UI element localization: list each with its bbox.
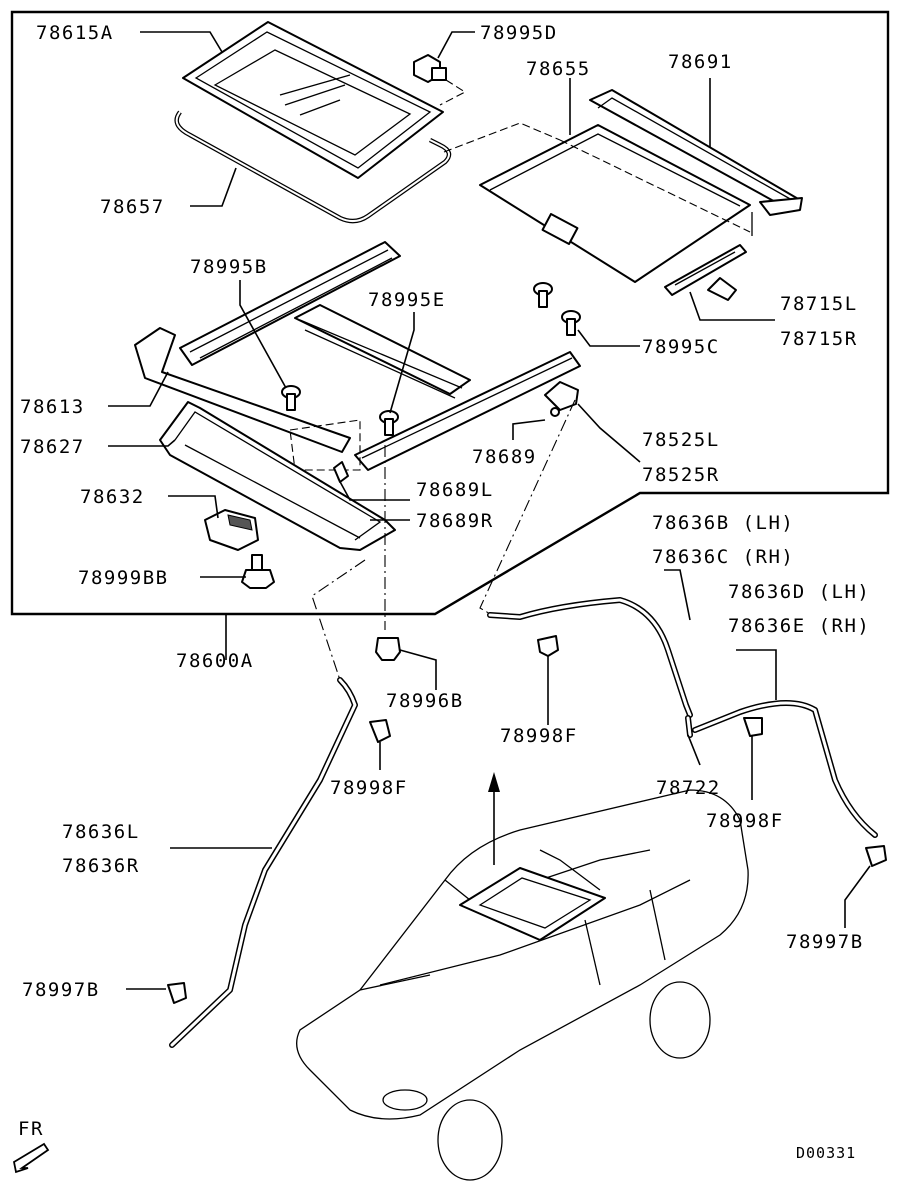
glass-panel: [182, 21, 444, 179]
label-78995d: 78995D: [480, 22, 558, 44]
label-78636b: 78636B (LH): [652, 512, 794, 534]
sunshade: [479, 124, 751, 283]
vehicle-outline: [296, 789, 749, 1181]
label-78636r: 78636R: [62, 855, 140, 877]
label-78722: 78722: [656, 777, 721, 799]
label-78995c: 78995C: [642, 336, 720, 358]
clip-78689l: [333, 461, 349, 483]
label-78636e: 78636E (RH): [728, 615, 870, 637]
label-78998f-left: 78998F: [330, 777, 408, 799]
label-78632: 78632: [80, 486, 145, 508]
label-78657: 78657: [100, 196, 165, 218]
label-78525r: 78525R: [642, 464, 720, 486]
label-78996b: 78996B: [386, 690, 464, 712]
bracket-78525: [544, 381, 579, 417]
bolt-78999bb: [241, 554, 275, 589]
label-78715l: 78715L: [780, 293, 858, 315]
label-78689r: 78689R: [416, 510, 494, 532]
screw-78995c-a: [533, 282, 553, 308]
diagram-code: D00331: [796, 1144, 856, 1162]
label-78627: 78627: [20, 436, 85, 458]
screw-78995c-b: [561, 310, 581, 336]
grommet-78997b-left: [167, 982, 187, 1004]
clip-78998f-mid: [537, 635, 559, 657]
label-78636c: 78636C (RH): [652, 546, 794, 568]
label-78997b-left: 78997B: [22, 979, 100, 1001]
label-78998f-mid: 78998F: [500, 725, 578, 747]
grommet-78996b: [375, 637, 401, 661]
label-78615a: 78615A: [36, 22, 114, 44]
label-78995b: 78995B: [190, 256, 268, 278]
sunroof-frame: [134, 241, 581, 471]
label-78998f-right: 78998F: [706, 810, 784, 832]
clip-78998f-right: [743, 717, 763, 737]
label-78715r: 78715R: [780, 328, 858, 350]
label-78995e: 78995E: [368, 289, 446, 311]
screw-78995e: [379, 410, 399, 436]
front-indicator-label: FR: [18, 1118, 44, 1140]
drain-hose-78636l: [169, 677, 358, 1048]
screw-78995b: [281, 385, 301, 411]
rear-deflector-rail: [589, 89, 803, 216]
label-78525l: 78525L: [642, 429, 720, 451]
motor-unit: [204, 509, 259, 551]
assembly-boundary: [10, 10, 890, 616]
label-78689l: 78689L: [416, 479, 494, 501]
clip-78998f-left: [369, 719, 391, 743]
guide-78715: [664, 244, 747, 301]
label-78689: 78689: [472, 446, 537, 468]
label-78636l: 78636L: [62, 821, 140, 843]
label-78613: 78613: [20, 396, 85, 418]
label-78997b-right: 78997B: [786, 931, 864, 953]
screw-78995d: [413, 54, 447, 83]
label-78691: 78691: [668, 51, 733, 73]
leader-lines: [108, 31, 871, 990]
grommet-78997b-right: [865, 845, 887, 867]
drain-frame: [159, 401, 396, 551]
label-78655: 78655: [526, 58, 591, 80]
label-78600a: 78600A: [176, 650, 254, 672]
label-78636d: 78636D (LH): [728, 581, 870, 603]
label-78999bb: 78999BB: [78, 567, 169, 589]
front-arrow-icon: [12, 1142, 50, 1174]
